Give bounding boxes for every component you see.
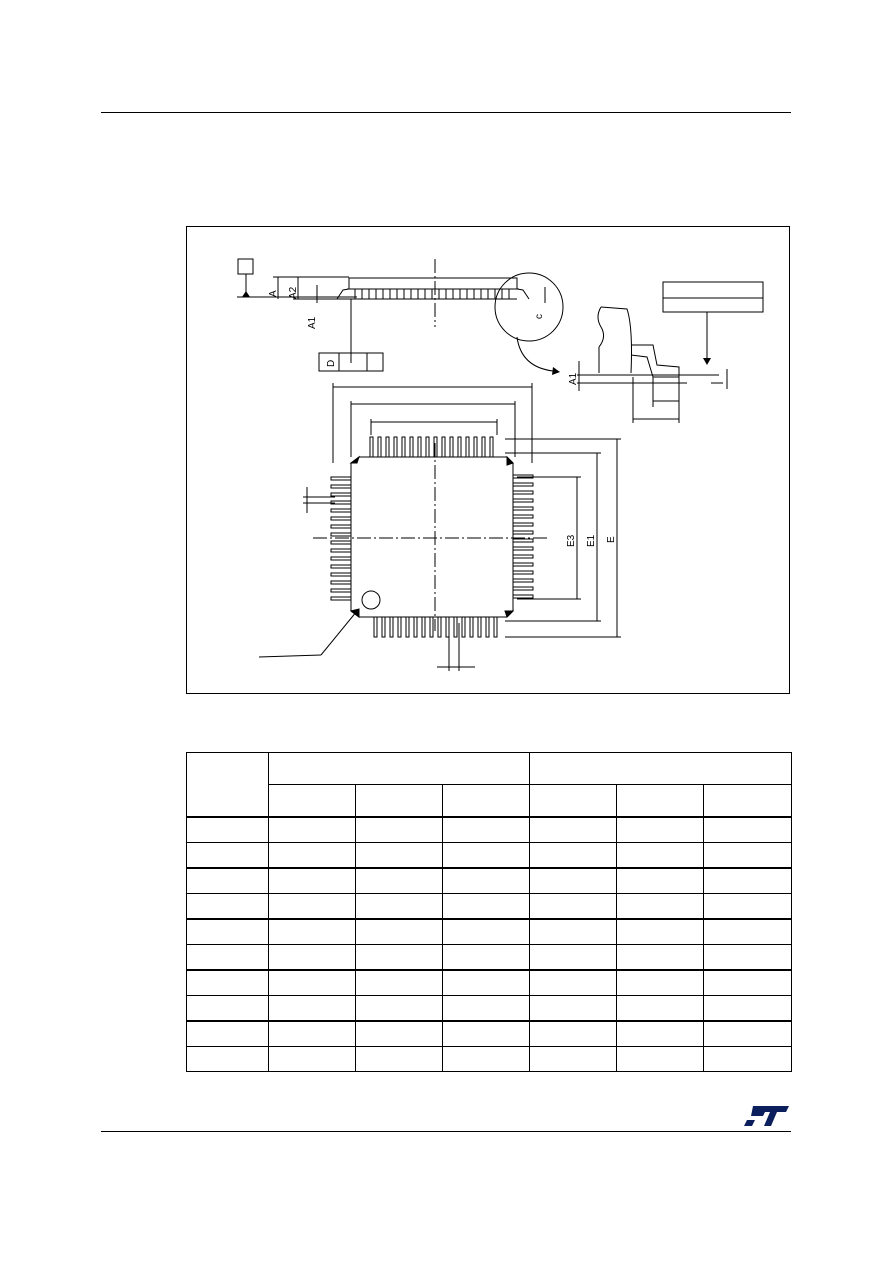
package-body-side — [336, 277, 530, 300]
header-mm-min — [268, 784, 356, 818]
table-row — [186, 893, 793, 920]
label-e3: E3 — [566, 534, 577, 547]
table-row — [186, 817, 793, 843]
header-in-max — [703, 784, 793, 818]
label-a2: A2 — [288, 286, 299, 299]
package-body-top — [350, 456, 514, 618]
side-leads — [354, 289, 510, 299]
package-outline-drawing: A A2 A1 c D A1 E3 E1 E — [186, 226, 790, 694]
datum-box-d — [318, 352, 384, 372]
st-logo-icon — [744, 1106, 789, 1126]
table-row — [186, 970, 793, 996]
pin1-marker-icon — [361, 590, 381, 610]
dimensions-table — [186, 752, 793, 1072]
header-mm-typ — [355, 784, 443, 818]
label-c: c — [534, 314, 545, 319]
top-leads — [369, 436, 494, 458]
datum-box-top — [237, 258, 254, 275]
header-in-min — [529, 784, 618, 818]
header-inches-group — [529, 752, 793, 785]
table-row — [186, 944, 793, 971]
label-e1: E1 — [586, 534, 597, 547]
left-leads — [330, 476, 352, 601]
label-a1-left: A1 — [307, 316, 318, 329]
label-a1-right: A1 — [568, 372, 579, 385]
table-row — [186, 1021, 793, 1047]
header-dim-cell — [186, 752, 269, 818]
table-row — [186, 995, 793, 1022]
header-rule — [101, 112, 791, 113]
tolerance-box-bottom — [662, 297, 764, 313]
package-outline-svg: A A2 A1 c D A1 E3 E1 E — [237, 258, 764, 671]
table-row — [186, 842, 793, 869]
table-header-row — [186, 752, 793, 818]
table-row — [186, 868, 793, 894]
table-row — [186, 919, 793, 945]
table-row — [186, 1046, 793, 1072]
detail-arrow — [516, 336, 554, 372]
right-leads — [512, 474, 534, 599]
table-subheader-row — [187, 784, 793, 818]
lead-detail-body — [597, 306, 605, 373]
tolerance-box-top — [662, 281, 764, 299]
label-d: D — [326, 360, 337, 367]
header-mm-group — [267, 752, 531, 785]
label-a: A — [268, 290, 279, 297]
label-e: E — [606, 536, 617, 543]
footer-rule — [101, 1131, 791, 1132]
header-mm-max — [441, 784, 531, 818]
header-in-typ — [616, 784, 705, 818]
bottom-leads — [373, 616, 498, 638]
detail-circle — [494, 272, 564, 342]
